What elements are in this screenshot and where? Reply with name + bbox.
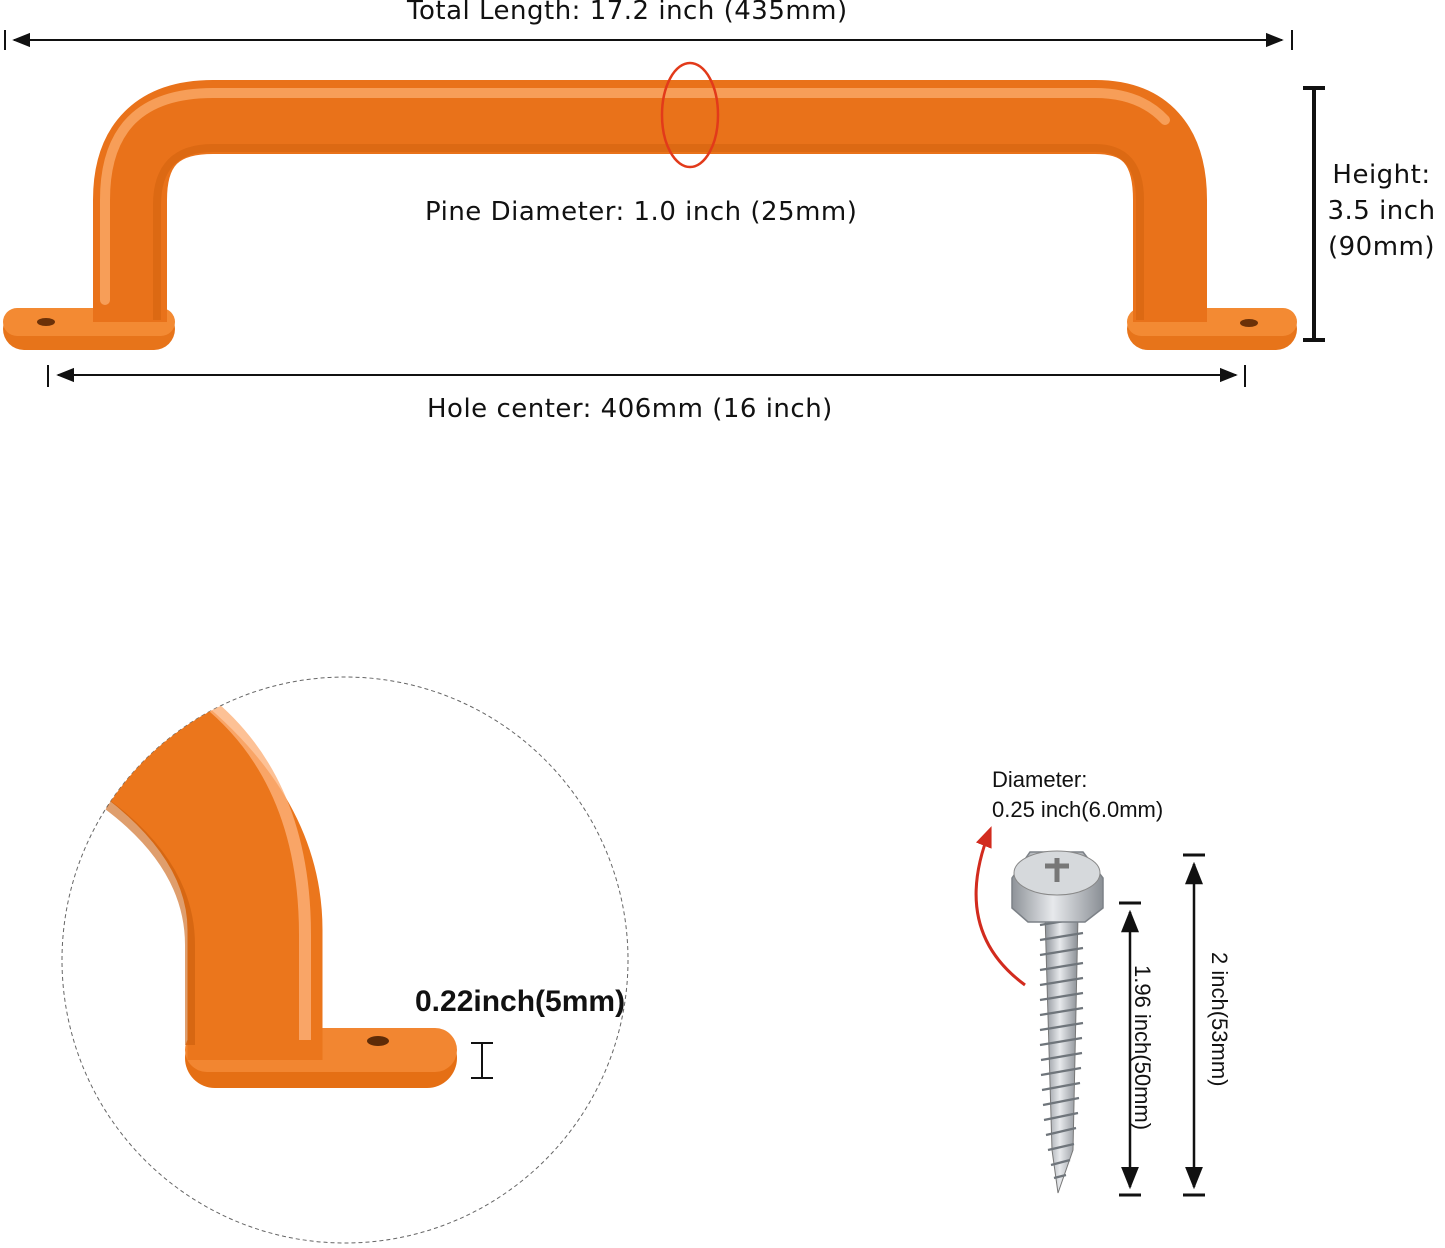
screw-total-length-label: 2 inch(53mm)	[1207, 952, 1232, 1087]
mounting-screw	[974, 826, 1205, 1197]
total-length-dimension	[4, 30, 1293, 50]
total-screw-length-dimension	[1183, 853, 1205, 1197]
height-label-line3: (90mm)	[1327, 232, 1436, 262]
right-mount-hole	[1240, 319, 1258, 327]
left-mount-hole	[37, 318, 55, 326]
hole-center-dimension	[47, 365, 1246, 387]
height-dimension	[1303, 86, 1325, 342]
height-label: Height: 3.5 inch (90mm)	[1318, 157, 1445, 265]
pipe-diameter-label: Pine Diameter: 1.0 inch (25mm)	[425, 197, 858, 227]
screw-diameter-label-line1: Diameter:	[992, 767, 1088, 792]
screw-diameter-label-line2: 0.25 inch(6.0mm)	[992, 797, 1164, 822]
height-label-line1: Height:	[1332, 160, 1431, 190]
hole-center-label: Hole center: 406mm (16 inch)	[427, 394, 833, 424]
height-label-line2: 3.5 inch	[1327, 196, 1436, 226]
total-length-label: Total Length: 17.2 inch (435mm)	[407, 0, 848, 26]
screw-thread-length-label: 1.96 inch(50mm)	[1130, 965, 1155, 1131]
handle-tube	[93, 80, 1207, 322]
thread-length-dimension	[1119, 901, 1141, 1197]
detail-zoom-circle	[61, 676, 629, 1244]
plate-thickness-label: 0.22inch(5mm)	[415, 985, 626, 1018]
plate-thickness-marker	[471, 1042, 493, 1079]
rotation-arrow	[974, 826, 1026, 987]
pipe-diameter-marker	[660, 61, 720, 169]
grab-bar-handle	[3, 61, 1297, 350]
